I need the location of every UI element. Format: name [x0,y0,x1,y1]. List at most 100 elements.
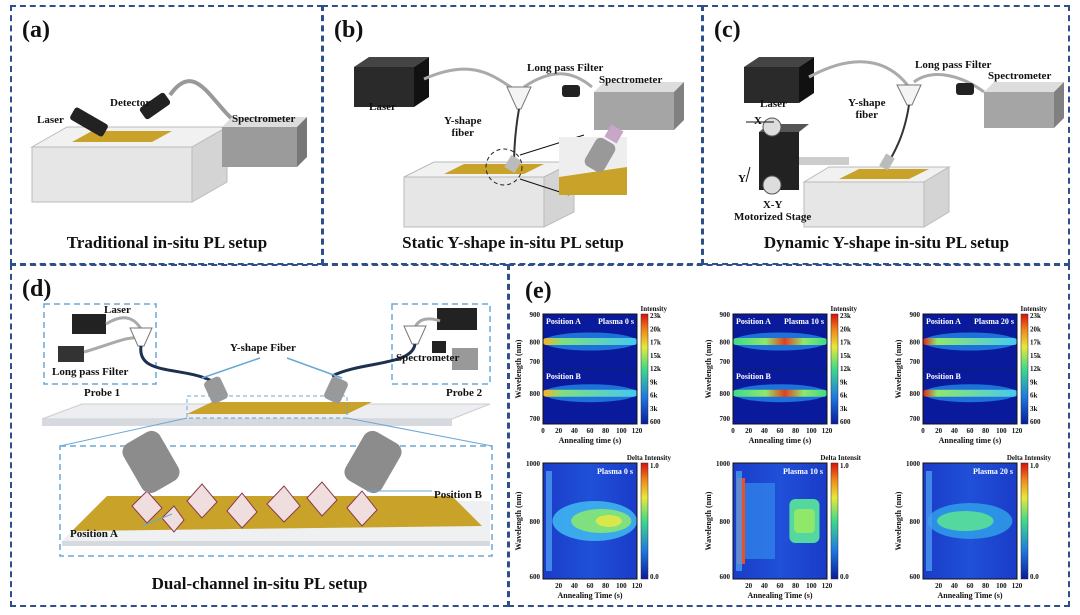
heatmap-top-ytick: 800 [530,339,541,347]
panel-a-illustration [30,79,307,203]
heatmap-top-frame [732,313,828,425]
heatmap-bottom-colorbar [640,462,649,580]
heatmap-bottom-colorbar [1020,462,1029,580]
panel-d-caption: Dual-channel in-situ PL setup [151,574,368,593]
panel-d: (d) [10,264,509,607]
heatmap-top-colorbar-tick: 20k [650,325,661,333]
heatmap-top-colorbar-tick: 17k [650,339,661,347]
heatmap-top-colorbar-tick: 12k [1030,365,1041,373]
heatmap-bottom-colorbar-title: Delta Intensit [820,454,861,462]
heatmap-bottom-ytick: 800 [910,518,921,526]
heatmap-bottom-xtick: 100 [996,582,1007,590]
panel-d-posB-label: Position B [434,489,482,501]
panel-d-illustration [41,303,493,557]
heatmap-top-colorbar-tick: 9k [650,378,658,386]
panel-a-label: (a) [22,17,50,43]
heatmap-bottom-edge [546,471,552,571]
heatmap-top-xtick: 20 [745,427,753,435]
heatmap-bottom-xtick: 40 [761,582,769,590]
heatmap-bottom-xtick: 20 [555,582,563,590]
heatmap-top-xtick: 60 [967,427,975,435]
heatmap-bottom-xtick: 100 [616,582,627,590]
heatmap-bottom-xlabel: Annealing Time (s) [747,591,812,600]
panel-d-fiber-label: Y-shape Fiber [230,342,296,354]
panel-b-spectrometer-label: Spectrometer [599,74,663,86]
panel-d-laser-label: Laser [104,304,131,316]
panel-c-stage-label: X-Y Motorized Stage [734,199,812,223]
heatmap-top-colorbar [1020,313,1029,425]
heatmap-bottom-ylabel: Wavelength (nm) [514,491,523,550]
heatmap-top-colorbar-title: Intensity [831,305,858,313]
heatmap-top-colorbar-tick: 9k [1030,378,1038,386]
heatmap-top-xtick: 40 [571,427,579,435]
panel-e: (e) [508,264,1070,607]
heatmap-bottom-colorbar-tick: 0.0 [650,573,659,581]
heatmap-bottom-xtick: 120 [822,582,833,590]
panel-e-label: (e) [525,278,552,304]
heatmap-top-xtick: 0 [731,427,735,435]
heatmap-top-xtick: 0 [541,427,545,435]
heatmap-top-ytick: 700 [530,358,541,366]
heatmap-bottom-colorbar-title: Delta Intensity [1007,454,1052,462]
heatmap-bottom-ytick: 800 [530,518,541,526]
heatmap-top-position-b: Position B [546,372,582,381]
heatmap-bottom-band [937,511,994,531]
heatmap-bottom-edge [926,471,932,571]
heatmap-top-colorbar-tick: 600 [650,418,661,426]
heatmap-bottom-xlabel: Annealing Time (s) [557,591,622,600]
panel-c-caption: Dynamic Y-shape in-situ PL setup [763,233,1010,252]
panel-b-laser-label: Laser [369,101,396,113]
panel-b-label: (b) [334,17,364,43]
heatmap-top-band [543,338,637,345]
heatmap-bottom-ylabel: Wavelength (nm) [704,491,713,550]
heatmap-bottom-xlabel: Annealing Time (s) [937,591,1002,600]
heatmap-top-xtick: 120 [632,427,643,435]
panel-c-fiber-label: Y-shape fiber [848,97,886,121]
heatmap-top-xtick: 80 [792,427,800,435]
heatmap-bottom-xtick: 40 [571,582,579,590]
panel-a-spectrometer-label: Spectrometer [232,113,296,125]
heatmap-top-frame [542,313,638,425]
heatmap-bottom-colorbar-tick: 1.0 [650,462,659,470]
heatmap-top-colorbar-tick: 12k [650,365,661,373]
panel-d-spectrometer-label: Spectrometer [396,352,460,364]
heatmap-bottom-edge [736,471,742,571]
heatmap-top-position-a: Position A [736,317,771,326]
heatmap-top-position-a: Position A [546,317,581,326]
heatmap-top-ytick: 700 [910,415,921,423]
panel-b: (b) Laser Long pass Filter Spectr [322,5,703,265]
heatmap-bottom-xtick: 60 [777,582,785,590]
heatmap-bottom-colorbar-tick: 1.0 [840,462,849,470]
panel-d-probe1-label: Probe 1 [84,387,121,399]
heatmap-bottom-colorbar-tick: 1.0 [1030,462,1039,470]
heatmap-top-colorbar-tick: 12k [840,365,851,373]
heatmap-bottom-ytick: 1000 [906,460,921,468]
heatmap-top-xtick: 80 [602,427,610,435]
heatmap-bottom-plasma: Plasma 0 s [597,467,633,476]
heatmap-top-colorbar-tick: 23k [840,312,851,320]
heatmap-top-ytick: 800 [910,390,921,398]
heatmap-top-ylabel: Wavelength (nm) [514,339,523,398]
heatmap-bottom-ytick: 600 [910,573,921,581]
panel-d-filter-label: Long pass Filter [52,366,129,378]
panel-d-label: (d) [22,276,52,302]
heatmap-bottom-xtick: 20 [935,582,943,590]
panel-d-probe2-label: Probe 2 [446,387,483,399]
heatmap-bottom-plasma: Plasma 20 s [973,467,1013,476]
panel-a-caption: Traditional in-situ PL setup [66,233,268,252]
panel-c-y-label: Y [738,173,746,185]
heatmap-top-xtick: 80 [982,427,990,435]
heatmap-top-xtick: 20 [555,427,563,435]
heatmap-top-ylabel: Wavelength (nm) [704,339,713,398]
heatmap-top-colorbar-tick: 3k [1030,405,1038,413]
heatmap-bottom-xtick: 80 [982,582,990,590]
heatmap-top-colorbar-title: Intensity [1021,305,1048,313]
heatmap-top-colorbar-tick: 6k [1030,392,1038,400]
panel-b-illustration [354,57,684,228]
heatmap-bottom-ytick: 600 [720,573,731,581]
heatmap-top-colorbar-tick: 9k [840,378,848,386]
heatmap-bottom-frame [732,462,828,580]
heatmap-top-colorbar-tick: 15k [650,352,661,360]
panel-d-posA-label: Position A [70,528,118,540]
